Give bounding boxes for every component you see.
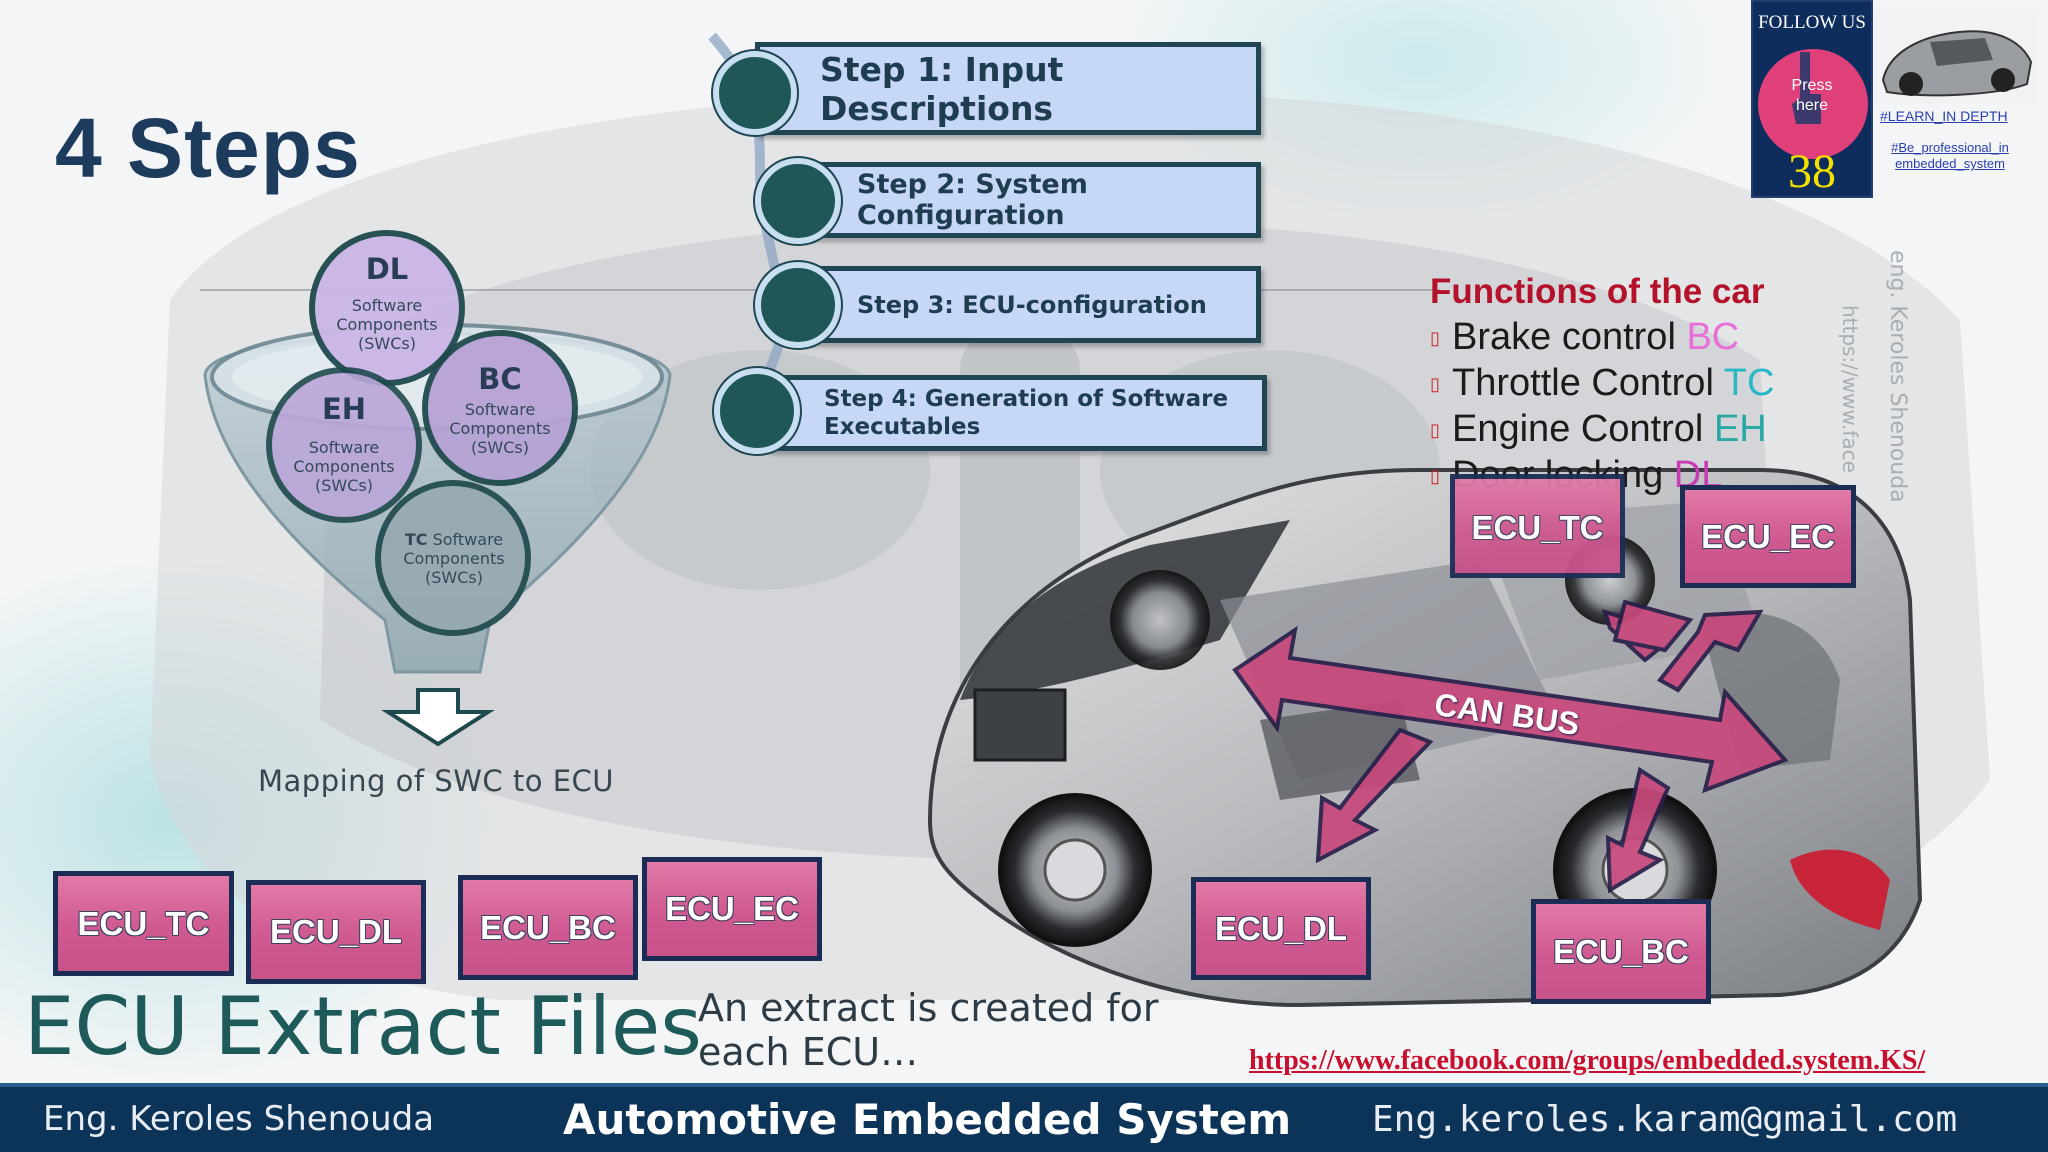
bullet-icon: ▯ <box>1430 374 1440 395</box>
watermark-name: eng. Keroles Shenouda <box>1885 250 1910 503</box>
eh-circle: EH Software Components (SWCs) <box>280 392 408 495</box>
footer-bar: Eng. Keroles Shenouda Automotive Embedde… <box>0 1083 2048 1152</box>
dl-abbr: DL <box>365 252 409 286</box>
follow-panel[interactable]: FOLLOW US Press here 38 <box>1751 0 1873 198</box>
function-brake-text: Brake control <box>1452 316 1687 358</box>
function-throttle-text: Throttle Control <box>1452 362 1724 404</box>
function-throttle-code: TC <box>1723 362 1775 404</box>
function-brake-code: BC <box>1686 316 1740 358</box>
extract-note-line2: each ECU… <box>698 1030 919 1074</box>
bullet-icon: ▯ <box>1430 328 1440 349</box>
car-ecu-dl: ECU_DL <box>1191 877 1371 980</box>
function-brake: ▯ Brake control BC <box>1430 316 1739 359</box>
footer-author: Eng. Keroles Shenouda <box>43 1099 435 1139</box>
bottom-ecu-dl: ECU_DL <box>246 880 426 984</box>
bottom-ecu-bc: ECU_BC <box>458 875 638 980</box>
car-ecu-ec: ECU_EC <box>1680 485 1856 588</box>
press-here-button[interactable] <box>1753 32 1871 172</box>
bullet-icon: ▯ <box>1430 420 1440 441</box>
tag-be-professional[interactable]: #Be_professional_in embedded_system <box>1880 140 2020 172</box>
bc-abbr: BC <box>478 362 522 396</box>
eh-abbr: EH <box>321 392 367 426</box>
car-ecu-tc: ECU_TC <box>1450 474 1625 578</box>
tc-text: Software Components (SWCs) <box>403 530 505 587</box>
footer-course: Automotive Embedded System <box>563 1095 1292 1144</box>
step-1-label: Step 1: Input Descriptions <box>820 49 1064 128</box>
step-4-label: Step 4: Generation of Software Executabl… <box>824 386 1229 440</box>
footer-email: Eng.keroles.karam@gmail.com <box>1372 1099 1958 1140</box>
extract-heading: ECU Extract Files <box>24 980 702 1073</box>
radiator-grille <box>973 688 1067 762</box>
mapping-label: Mapping of SWC to ECU <box>258 764 615 798</box>
step-1-box: Step 1: Input Descriptions <box>755 42 1261 135</box>
step-4-box: Step 4: Generation of Software Executabl… <box>767 375 1267 451</box>
bottom-ecu-tc: ECU_TC <box>53 871 234 976</box>
tag-learn-in-depth[interactable]: #LEARN_IN DEPTH <box>1880 108 2008 124</box>
down-arrow-icon <box>381 688 495 747</box>
bc-circle: BC Software Components (SWCs) <box>437 362 563 457</box>
hand-pointer-icon <box>1792 52 1821 124</box>
follow-number: 38 <box>1788 145 1836 198</box>
step-3-box: Step 3: ECU-configuration <box>800 266 1261 343</box>
tail-light <box>1790 849 1890 930</box>
tag-be-professional-line1: #Be_professional_in <box>1891 140 2009 155</box>
extract-note: An extract is created for each ECU… <box>698 986 1159 1074</box>
step-2-label: Step 2: System Configuration <box>857 169 1088 231</box>
step-2-circle <box>755 158 841 244</box>
function-engine: ▯ Engine Control EH <box>1430 408 1767 451</box>
step-2-box: Step 2: System Configuration <box>800 162 1261 238</box>
functions-title: Functions of the car <box>1430 272 1765 311</box>
step-1-circle <box>713 51 797 135</box>
extract-note-line1: An extract is created for <box>698 986 1159 1030</box>
tc-text-wrap: TC Software Components (SWCs) <box>392 530 516 587</box>
tag-be-professional-line2: embedded_system <box>1895 156 2005 171</box>
bc-text: Software Components (SWCs) <box>449 400 551 457</box>
step-3-circle <box>755 262 841 348</box>
dl-circle: DL Software Components (SWCs) <box>322 252 452 353</box>
watermark-url: https://www.face <box>1838 305 1862 473</box>
facebook-group-link[interactable]: https://www.facebook.com/groups/embedded… <box>1249 1045 1926 1076</box>
bottom-ecu-ec: ECU_EC <box>642 857 822 961</box>
step-4-circle <box>714 368 800 454</box>
follow-title: FOLLOW US <box>1758 12 1866 33</box>
function-engine-text: Engine Control <box>1452 408 1714 450</box>
function-engine-code: EH <box>1713 408 1767 450</box>
press-line1: Press <box>1791 77 1833 94</box>
dl-text: Software Components (SWCs) <box>336 296 438 353</box>
step-3-label: Step 3: ECU-configuration <box>857 290 1207 319</box>
press-line2: here <box>1795 97 1829 114</box>
can-bus-arrows <box>1232 599 1789 894</box>
car-thumbnail <box>1875 10 2038 104</box>
tc-circle: TC Software Components (SWCs) <box>392 530 516 587</box>
tc-abbr: TC <box>404 530 428 549</box>
eh-text: Software Components (SWCs) <box>293 438 395 495</box>
press-text: Press here <box>1753 76 1871 116</box>
bullet-icon: ▯ <box>1430 466 1440 487</box>
car-ecu-bc: ECU_BC <box>1531 899 1711 1004</box>
function-throttle: ▯ Throttle Control TC <box>1430 362 1774 405</box>
slide-title: 4 Steps <box>55 101 361 195</box>
